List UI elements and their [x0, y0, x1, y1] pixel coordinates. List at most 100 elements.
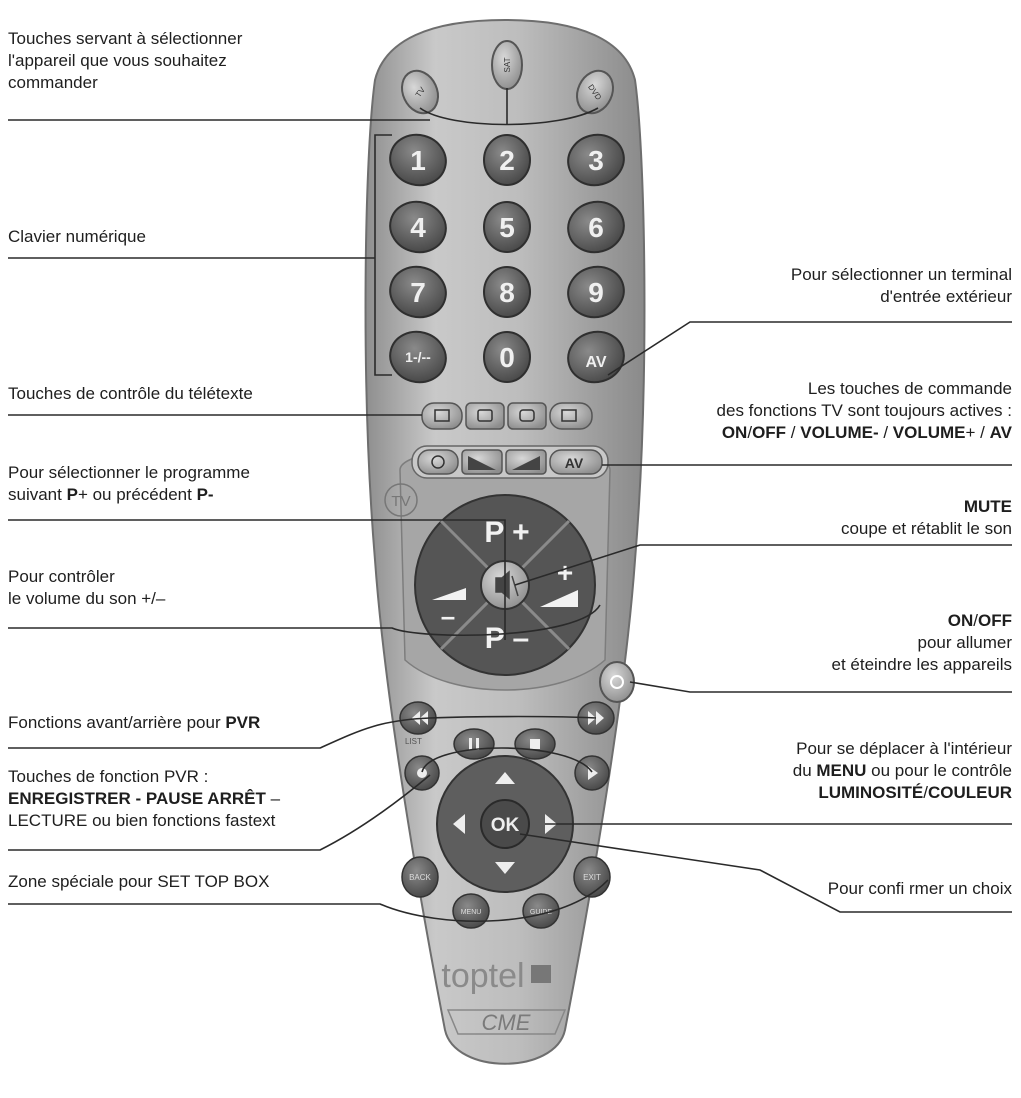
- digit-key-one[interactable]: [384, 129, 451, 192]
- power-icon: [431, 455, 445, 469]
- tv-mode-badge: [384, 483, 418, 517]
- teletext-keys: [421, 402, 593, 430]
- pause-key[interactable]: [453, 728, 495, 760]
- digit-key-nine[interactable]: [562, 261, 629, 324]
- stop-icon: [530, 739, 540, 749]
- digit-key-eight[interactable]: [483, 266, 531, 318]
- nav-left-key[interactable]: [453, 814, 465, 834]
- volume-plus-key[interactable]: +: [557, 557, 573, 588]
- label-ffrew: Fonctions avant/arrière pour PVR: [8, 713, 261, 732]
- digit-key-seven[interactable]: [384, 261, 451, 324]
- callout-mute: [514, 544, 1012, 586]
- label-tv-always: Les touches de commande des fonctions TV…: [716, 379, 1012, 442]
- tv-mode-badge-label: TV: [391, 493, 410, 510]
- volume-minus-key[interactable]: –: [441, 601, 455, 631]
- callout-program: [8, 519, 506, 640]
- mute-icon: [495, 570, 519, 600]
- digit-key-five[interactable]: [483, 201, 531, 253]
- digit-key-label: 0: [499, 342, 515, 373]
- volume-plus-icon: [540, 590, 578, 607]
- tv-function-keys: AV: [411, 445, 609, 479]
- nav-down-key[interactable]: [495, 862, 515, 874]
- teletext-key-4[interactable]: [549, 402, 593, 430]
- callout-device: [8, 88, 599, 126]
- volume-down-icon: [468, 456, 496, 470]
- label-menu-nav: Pour se déplacer à l'intérieur du MENU o…: [792, 739, 1012, 802]
- teletext-key-2[interactable]: [465, 402, 505, 430]
- digit-key-label: 4: [410, 212, 426, 243]
- label-onoff: ON/OFF pour allumer et éteindre les appa…: [831, 611, 1012, 674]
- menu-key-label: MENU: [461, 909, 482, 916]
- digit-key-three[interactable]: [562, 129, 629, 192]
- navigation-ring: OK: [436, 755, 574, 893]
- digit-key-label: 6: [588, 212, 604, 243]
- callout-lines: [8, 88, 1012, 922]
- guide-key-label: GUIDE: [530, 909, 553, 916]
- callout-onoff: [629, 681, 1012, 693]
- callout-volume: [8, 604, 601, 637]
- callout-numpad: [8, 134, 392, 376]
- label-confirm: Pour confi rmer un choix: [827, 879, 1012, 898]
- sat-device-key-label: SAT: [503, 57, 512, 72]
- callout-ffrew: [8, 715, 597, 749]
- digit-key-label: 9: [588, 277, 604, 308]
- digit-key-label: 1-/--: [405, 349, 431, 365]
- label-teletext: Touches de contrôle du télétexte: [8, 384, 253, 403]
- brand-logo-mark: [531, 965, 551, 983]
- callout-confirm: [519, 833, 1012, 913]
- teletext-icon-4: [561, 409, 577, 422]
- device-keys: TV SAT DVD: [395, 40, 619, 119]
- label-numpad: Clavier numérique: [8, 227, 146, 246]
- power-key[interactable]: [599, 661, 635, 703]
- pause-icon: [469, 738, 479, 750]
- brand-logo: toptel: [441, 957, 524, 995]
- callout-pvr: [8, 747, 593, 851]
- digit-key-label: 1: [410, 145, 426, 176]
- callout-av: [607, 321, 1012, 376]
- brand-banner: [446, 1009, 567, 1035]
- program-minus-key[interactable]: P –: [485, 622, 530, 655]
- ok-key[interactable]: [480, 799, 530, 849]
- teletext-icon-2: [477, 409, 493, 422]
- teletext-key-3[interactable]: [507, 402, 547, 430]
- label-program: Pour sélectionner le programme suivant P…: [8, 463, 250, 504]
- tv-onoff-key[interactable]: [417, 449, 459, 475]
- digit-key-label: 8: [499, 277, 515, 308]
- digit-key-dash[interactable]: [384, 326, 451, 389]
- digit-key-four[interactable]: [384, 196, 451, 259]
- callout-stb: [8, 879, 609, 922]
- tv-av-key[interactable]: [549, 449, 603, 475]
- program-plus-key[interactable]: P +: [484, 516, 529, 549]
- menu-key[interactable]: [452, 893, 490, 929]
- guide-key[interactable]: [522, 893, 560, 929]
- list-key-label: LIST: [405, 737, 422, 746]
- label-device-select: Touches servant à sélectionner l'apparei…: [8, 29, 243, 92]
- label-mute: MUTE coupe et rétablit le son: [840, 497, 1012, 538]
- nav-up-key[interactable]: [495, 772, 515, 784]
- label-stb: Zone spéciale pour SET TOP BOX: [8, 872, 270, 891]
- teletext-icon-1: [434, 409, 450, 422]
- teletext-key-1[interactable]: [421, 402, 463, 430]
- exit-key-label: EXIT: [583, 873, 601, 882]
- tv-av-key-label: AV: [565, 455, 584, 471]
- record-icon: [417, 768, 427, 778]
- dvd-device-key[interactable]: [570, 65, 619, 119]
- ok-key-label: OK: [491, 815, 520, 836]
- digit-key-two[interactable]: [483, 134, 531, 186]
- back-key[interactable]: [401, 856, 439, 898]
- back-key-label: BACK: [409, 873, 431, 882]
- digit-key-label: 2: [499, 145, 515, 176]
- brand-logo-2: CME: [482, 1010, 531, 1035]
- digit-key-label: 7: [410, 277, 426, 308]
- power-key-icon: [610, 675, 624, 689]
- tv-device-key[interactable]: [395, 65, 444, 119]
- digit-key-av[interactable]: [562, 326, 629, 389]
- digit-key-zero[interactable]: [483, 331, 531, 383]
- label-pvr: Touches de fonction PVR : ENREGISTRER - …: [8, 767, 281, 830]
- volume-up-icon: [512, 456, 540, 470]
- digit-key-six[interactable]: [562, 196, 629, 259]
- label-av-input: Pour sélectionner un terminal d'entrée e…: [790, 265, 1012, 306]
